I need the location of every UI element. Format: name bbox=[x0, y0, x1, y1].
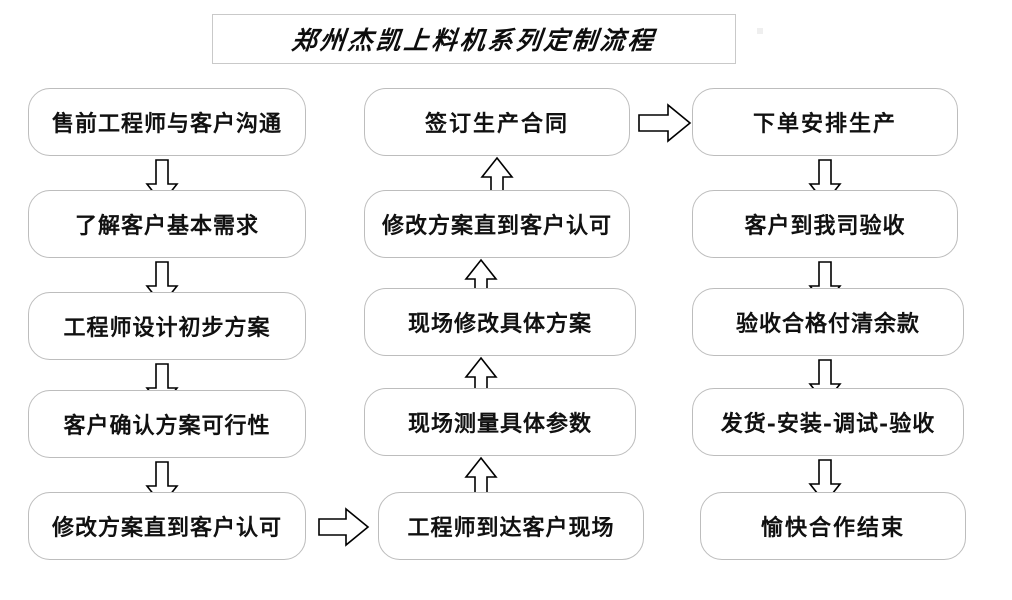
node-sign-production-contract[interactable]: 签订生产合同 bbox=[364, 88, 630, 156]
node-label: 客户确认方案可行性 bbox=[63, 413, 271, 439]
node-customer-inspection-at-factory[interactable]: 客户到我司验收 bbox=[692, 190, 958, 258]
node-revise-until-approved-middle[interactable]: 修改方案直到客户认可 bbox=[364, 190, 630, 258]
node-understand-basic-needs[interactable]: 了解客户基本需求 bbox=[28, 190, 306, 258]
node-label: 工程师到达客户现场 bbox=[407, 515, 615, 541]
node-label: 签订生产合同 bbox=[424, 111, 569, 137]
node-label: 现场测量具体参数 bbox=[407, 411, 592, 437]
node-label: 修改方案直到客户认可 bbox=[51, 515, 282, 541]
page-artifact-mark bbox=[757, 28, 763, 34]
node-pay-balance-after-acceptance[interactable]: 验收合格付清余款 bbox=[692, 288, 964, 356]
node-label: 了解客户基本需求 bbox=[74, 213, 259, 239]
arrow-right-icon bbox=[316, 506, 372, 548]
node-label: 修改方案直到客户认可 bbox=[381, 213, 612, 239]
chart-title-box: 郑州杰凯上料机系列定制流程 bbox=[212, 14, 736, 64]
node-label: 客户到我司验收 bbox=[744, 213, 906, 239]
node-pre-sales-communication[interactable]: 售前工程师与客户沟通 bbox=[28, 88, 306, 156]
node-label: 现场修改具体方案 bbox=[407, 311, 592, 337]
node-pleasant-cooperation-end[interactable]: 愉快合作结束 bbox=[700, 492, 966, 560]
node-engineer-initial-design[interactable]: 工程师设计初步方案 bbox=[28, 292, 306, 360]
node-label: 下单安排生产 bbox=[752, 111, 897, 137]
node-engineer-arrives-on-site[interactable]: 工程师到达客户现场 bbox=[378, 492, 644, 560]
node-label: 工程师设计初步方案 bbox=[63, 315, 271, 341]
node-on-site-measure-parameters[interactable]: 现场测量具体参数 bbox=[364, 388, 636, 456]
node-label: 发货-安装-调试-验收 bbox=[720, 411, 936, 437]
node-revise-until-approved-left[interactable]: 修改方案直到客户认可 bbox=[28, 492, 306, 560]
node-place-order-arrange-production[interactable]: 下单安排生产 bbox=[692, 88, 958, 156]
chart-title: 郑州杰凯上料机系列定制流程 bbox=[290, 26, 658, 55]
arrow-right-icon bbox=[636, 102, 694, 144]
node-label: 售前工程师与客户沟通 bbox=[51, 111, 282, 137]
node-label: 验收合格付清余款 bbox=[735, 311, 920, 337]
node-on-site-revise-plan[interactable]: 现场修改具体方案 bbox=[364, 288, 636, 356]
node-label: 愉快合作结束 bbox=[760, 515, 905, 541]
node-customer-confirm-feasibility[interactable]: 客户确认方案可行性 bbox=[28, 390, 306, 458]
node-ship-install-debug-accept[interactable]: 发货-安装-调试-验收 bbox=[692, 388, 964, 456]
